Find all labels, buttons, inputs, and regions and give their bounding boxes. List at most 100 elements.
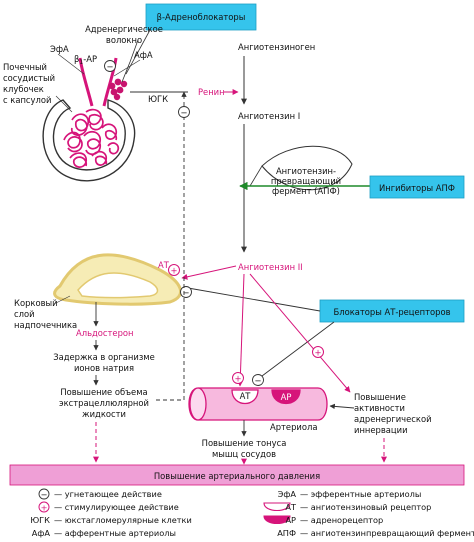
- inhibit-sign-adrenal: −: [180, 286, 192, 298]
- beta-blockers-label: β-Адреноблокаторы: [157, 12, 246, 22]
- adrenergic-activity-label-3: адренергической: [354, 414, 432, 424]
- angiotensin2-to-adrenal: [181, 265, 237, 280]
- legend-efa-key: ЭфА: [278, 489, 297, 499]
- angiotensin2-to-adrenergic: [249, 273, 351, 393]
- sodium-label-1: Задержка в организме: [53, 352, 155, 362]
- legend-jga-key: ЮГК: [30, 515, 50, 525]
- svg-text:+: +: [41, 503, 48, 513]
- adrenergic-to-arteriole: [329, 403, 355, 410]
- adrenergic-fiber-label-1: Адренергическое: [85, 24, 163, 34]
- angiotensin2-to-arteriole: [237, 273, 245, 387]
- svg-text:−: −: [180, 108, 187, 118]
- legend-stimulate: + — стимулирующее действие: [38, 501, 179, 513]
- beta-blocker-link: [125, 29, 151, 75]
- svg-text:−: −: [182, 288, 189, 298]
- adrenergic-activity-label-2: активности: [354, 403, 405, 413]
- jga-cells: [108, 78, 128, 101]
- capillary-tuft: [63, 108, 120, 168]
- svg-text:Ангиотензин-: Ангиотензин-: [276, 166, 336, 176]
- arteriole-at-label: АТ: [240, 391, 252, 401]
- glomerulus: [42, 57, 136, 182]
- legend-ar-icon: [263, 515, 291, 525]
- capsule: [42, 99, 136, 182]
- beta-blockers-box: β-Адреноблокаторы: [145, 3, 257, 31]
- renin-label: Ренин: [198, 87, 225, 97]
- b1-ar-label: β1-АР: [74, 54, 97, 66]
- arteriole: [188, 387, 328, 421]
- efa-pointer: [57, 53, 85, 75]
- svg-text:+: +: [234, 374, 241, 384]
- glomerulus-pointer: [55, 95, 73, 113]
- efferent-arteriole: [78, 57, 94, 107]
- legend-inhibit-text: — угнетающее действие: [54, 489, 162, 499]
- cortex-pointer: [53, 295, 71, 305]
- adrenal-cortex-label-1: Корковый: [14, 298, 58, 308]
- ar-receptor-shape: [271, 389, 301, 405]
- adrenergic-activity-label-4: иннервации: [354, 425, 408, 435]
- ace-enzyme: Ангиотензин- превращающий фермент (АПФ): [261, 145, 353, 196]
- stimulate-sign-arteriole: +: [232, 372, 244, 384]
- svg-text:−: −: [254, 376, 261, 386]
- angiotensin1-label: Ангиотензин I: [238, 111, 300, 121]
- vessel-tone-label-2: мышц сосудов: [212, 449, 276, 459]
- svg-text:+: +: [170, 266, 177, 276]
- inhibit-sign-feedback: −: [178, 106, 190, 118]
- legend-ar-key: АР: [285, 515, 296, 525]
- sodium-label-2: ионов натрия: [74, 363, 134, 373]
- angiotensin2-label: Ангиотензин II: [238, 262, 303, 272]
- ecf-label-1: Повышение объема: [60, 387, 147, 397]
- glomerulus-label-4: с капсулой: [3, 95, 51, 105]
- aldosterone-label: Альдостерон: [76, 328, 133, 338]
- ace-inhibitors-box: Ингибиторы АПФ: [369, 175, 465, 199]
- afa-label: АфА: [134, 50, 153, 60]
- angiotensinogen-label: Ангиотензиноген: [238, 42, 315, 52]
- glomerulus-label-3: клубочек: [3, 84, 44, 94]
- at-blocker-to-adrenal: [187, 287, 321, 312]
- legend-ace-text: — ангиотензинпревращающий фермент: [300, 528, 474, 538]
- adrenal-cortex-label-2: слой: [14, 309, 35, 319]
- stimulate-sign-adrenergic: +: [312, 346, 324, 358]
- legend-inhibit: − — угнетающее действие: [38, 488, 162, 500]
- svg-text:−: −: [41, 490, 48, 500]
- adrenergic-fiber-line: [121, 39, 139, 83]
- at-receptor-shape: [231, 389, 259, 405]
- svg-text:превращающий: превращающий: [271, 176, 341, 186]
- legend-ace-key: АПФ: [277, 528, 296, 538]
- at-blockers-label: Блокаторы АТ-рецепторов: [333, 307, 450, 317]
- legend-afa-text: — афферентные артериолы: [54, 528, 176, 538]
- at-blockers-box: Блокаторы АТ-рецепторов: [319, 299, 465, 323]
- legend-efa-text: — эфферентные артериолы: [300, 489, 421, 499]
- inhibit-sign-arteriole: −: [252, 374, 264, 386]
- afferent-arteriole: [102, 57, 118, 107]
- legend-at-text: — ангиотензиновый рецептор: [300, 502, 431, 512]
- glomerulus-label-2: сосудистый: [3, 73, 55, 83]
- ecf-label-2: экстрацеллюлярной: [59, 398, 149, 408]
- efa-label: ЭфА: [50, 44, 69, 54]
- svg-text:фермент (АПФ): фермент (АПФ): [272, 186, 340, 196]
- legend-stimulate-text: — стимулирующее действие: [54, 502, 179, 512]
- adrenergic-fiber-label-2: волокно: [106, 35, 142, 45]
- adrenergic-activity-label-1: Повышение: [354, 392, 406, 402]
- adrenal-gland: [53, 253, 183, 306]
- adrenal-at-label: АТ: [158, 260, 170, 270]
- arteriole-label: Артериола: [270, 422, 317, 432]
- svg-text:+: +: [314, 348, 321, 358]
- legend-at-key: АТ: [285, 502, 297, 512]
- svg-text:−: −: [106, 62, 113, 72]
- jga-label: ЮГК: [148, 94, 168, 104]
- inhibit-sign-beta: −: [104, 60, 116, 72]
- ecf-label-3: жидкости: [82, 409, 126, 419]
- adrenal-cortex-label-3: надпочечника: [14, 320, 77, 330]
- glomerulus-label-1: Почечный: [3, 62, 47, 72]
- feedback-dashed-line: [156, 91, 187, 401]
- at-blocker-to-arteriole: [261, 321, 335, 377]
- ace-inhibitors-label: Ингибиторы АПФ: [379, 183, 455, 193]
- bp-increase-label: Повышение артериального давления: [154, 471, 320, 481]
- ace-pointer: [249, 165, 263, 187]
- legend: − — угнетающее действие + — стимулирующе…: [30, 488, 474, 538]
- legend-ar-text: — адренорецептор: [300, 515, 383, 525]
- bp-increase-band: Повышение артериального давления: [9, 464, 465, 486]
- arteriole-ar-label: АР: [281, 392, 292, 402]
- legend-at-icon: [263, 502, 291, 512]
- legend-jga-text: — юкстагломерулярные клетки: [54, 515, 192, 525]
